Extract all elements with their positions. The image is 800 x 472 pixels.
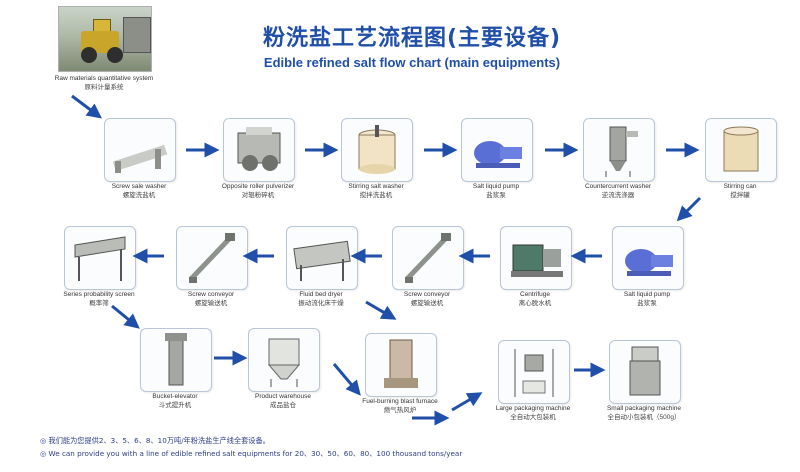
stirring-can-icon xyxy=(723,126,759,172)
equipment-caption-2: Opposite roller pulverizer 对辊粉碎机 xyxy=(207,182,309,200)
equipment-label-cn: 离心脱水机 xyxy=(518,300,552,307)
equipment-image-8 xyxy=(500,226,572,290)
raw-materials-caption: Raw materials quantitative system 原料计量系统 xyxy=(54,75,154,91)
equipment-caption-5: Countercurrent washer 逆流洗涤器 xyxy=(567,182,669,200)
equipment-image-3 xyxy=(341,118,413,182)
title-chinese: 粉洗盐工艺流程图(主要设备) xyxy=(262,26,562,51)
flow-arrow-17 xyxy=(451,392,483,412)
equipment-caption-8: Centrifuge 离心脱水机 xyxy=(484,290,586,308)
equipment-label-en: Centrifuge xyxy=(520,291,550,298)
equipment-image-17 xyxy=(609,340,681,404)
equipment-label-en: Fluid bed dryer xyxy=(299,291,343,298)
equipment-label-cn: 搅拌洗盐机 xyxy=(359,192,393,199)
equipment-label-cn: 螺旋输送机 xyxy=(410,300,444,307)
small-packaging-icon xyxy=(629,346,661,396)
flow-arrow-1 xyxy=(71,94,102,119)
equipment-label-cn: 斗式提升机 xyxy=(158,402,192,409)
equipment-label-cn: 成品盐仓 xyxy=(270,402,296,409)
equipment-image-16 xyxy=(498,340,570,404)
equipment-caption-4: Salt liquid pump 盐浆泵 xyxy=(445,182,547,200)
equipment-label-en: Series probability screen xyxy=(63,291,135,298)
equipment-label-en: Small packaging machine xyxy=(606,405,682,412)
screw-conveyor-icon xyxy=(189,233,235,283)
equipment-label-cn: 概率筛 xyxy=(89,300,109,307)
equipment-caption-10: Fluid bed dryer 振动流化床干燥 xyxy=(270,290,372,308)
equipment-label-cn: 搅拌罐 xyxy=(730,192,750,199)
equipment-label-cn: 盐浆泵 xyxy=(637,300,657,307)
equipment-label-en: Opposite roller pulverizer xyxy=(221,183,295,190)
flow-arrow-7 xyxy=(676,196,702,222)
equipment-caption-6: Stirring can 搅拌罐 xyxy=(689,182,791,200)
equipment-label-en: Countercurrent washer xyxy=(584,183,652,190)
equipment-label-cn: 全自动小包装机（500g） xyxy=(607,414,681,421)
equipment-label-cn: 螺旋输送机 xyxy=(194,300,228,307)
equipment-label-cn: 盐浆泵 xyxy=(486,192,506,199)
pump-icon xyxy=(625,249,673,276)
large-packaging-icon xyxy=(514,349,554,397)
equipment-caption-15: Fuel-burning blast furnace 燃气热风炉 xyxy=(349,397,451,415)
equipment-label-en: Large packaging machine xyxy=(495,405,571,412)
equipment-label-en: Screw sale washer xyxy=(111,183,167,190)
equipment-image-7 xyxy=(612,226,684,290)
equipment-caption-9: Screw conveyor 螺旋输送机 xyxy=(376,290,478,308)
pump-icon xyxy=(474,141,522,168)
note-chinese: ◎ 我们能为您提供2、3、5、6、8、10万吨/年粉洗盐生产线全套设备。 xyxy=(40,436,270,445)
equipment-caption-14: Product warehouse 成品盐仓 xyxy=(232,392,334,410)
screw-washer-icon xyxy=(112,144,168,173)
warehouse-icon xyxy=(267,338,301,387)
equipment-caption-13: Bucket-elevator 斗式提升机 xyxy=(124,392,226,410)
note-english: ◎ We can provide you with a line of edib… xyxy=(40,449,463,458)
equipment-image-14 xyxy=(248,328,320,392)
equipment-label-en: Screw conveyor xyxy=(403,291,451,298)
equipment-label-en: Salt liquid pump xyxy=(623,291,671,298)
equipment-label-en: Stirring can xyxy=(723,183,757,190)
title-english: Edible refined salt flow chart (main equ… xyxy=(263,55,561,70)
equipment-caption-12: Series probability screen 概率筛 xyxy=(48,290,150,308)
raw-materials-photo xyxy=(58,6,152,72)
equipment-image-4 xyxy=(461,118,533,182)
equipment-label-en: Product warehouse xyxy=(254,393,311,400)
equipment-image-9 xyxy=(392,226,464,290)
equipment-label-en: Salt liquid pump xyxy=(472,183,520,190)
blast-furnace-icon xyxy=(384,339,418,388)
equipment-image-5 xyxy=(583,118,655,182)
equipment-label-cn: 逆流洗涤器 xyxy=(601,192,635,199)
flow-arrow-13 xyxy=(111,304,140,329)
equipment-image-15 xyxy=(365,333,437,397)
equipment-caption-1: Screw sale washer 螺旋洗盐机 xyxy=(88,182,190,200)
equipment-image-11 xyxy=(176,226,248,290)
equipment-image-2 xyxy=(223,118,295,182)
equipment-caption-7: Salt liquid pump 盐浆泵 xyxy=(596,290,698,308)
probability-screen-icon xyxy=(74,236,126,281)
equipment-image-12 xyxy=(64,226,136,290)
equipment-label-en: Stirring salt washer xyxy=(348,183,404,190)
equipment-label-en: Fuel-burning blast furnace xyxy=(362,398,438,405)
equipment-label-cn: 燃气热风炉 xyxy=(383,407,417,414)
fluid-bed-dryer-icon xyxy=(293,240,351,281)
equipment-label-cn: 螺旋洗盐机 xyxy=(122,192,156,199)
equipment-label-cn: 振动流化床干燥 xyxy=(298,300,344,307)
equipment-caption-3: Stirring salt washer 搅拌洗盐机 xyxy=(325,182,427,200)
equipment-image-13 xyxy=(140,328,212,392)
equipment-label-cn: 全自动大包装机 xyxy=(510,414,556,421)
screw-conveyor-icon xyxy=(405,233,451,283)
equipment-label-en: Bucket-elevator xyxy=(152,393,198,400)
equipment-image-1 xyxy=(104,118,176,182)
equipment-label-cn: 对辊粉碎机 xyxy=(241,192,275,199)
equipment-caption-16: Large packaging machine 全自动大包装机 xyxy=(482,404,584,422)
equipment-image-6 xyxy=(705,118,777,182)
bucket-elevator-icon xyxy=(165,333,187,386)
equipment-caption-11: Screw conveyor 螺旋输送机 xyxy=(160,290,262,308)
equipment-image-10 xyxy=(286,226,358,290)
equipment-label-en: Screw conveyor xyxy=(187,291,235,298)
stirring-washer-icon xyxy=(358,125,396,174)
flow-arrow-15 xyxy=(332,363,361,396)
centrifuge-icon xyxy=(511,244,563,277)
equipment-caption-17: Small packaging machine 全自动小包装机（500g） xyxy=(593,404,695,422)
countercurrent-washer-icon xyxy=(605,126,638,177)
roller-pulverizer-icon xyxy=(237,127,281,171)
